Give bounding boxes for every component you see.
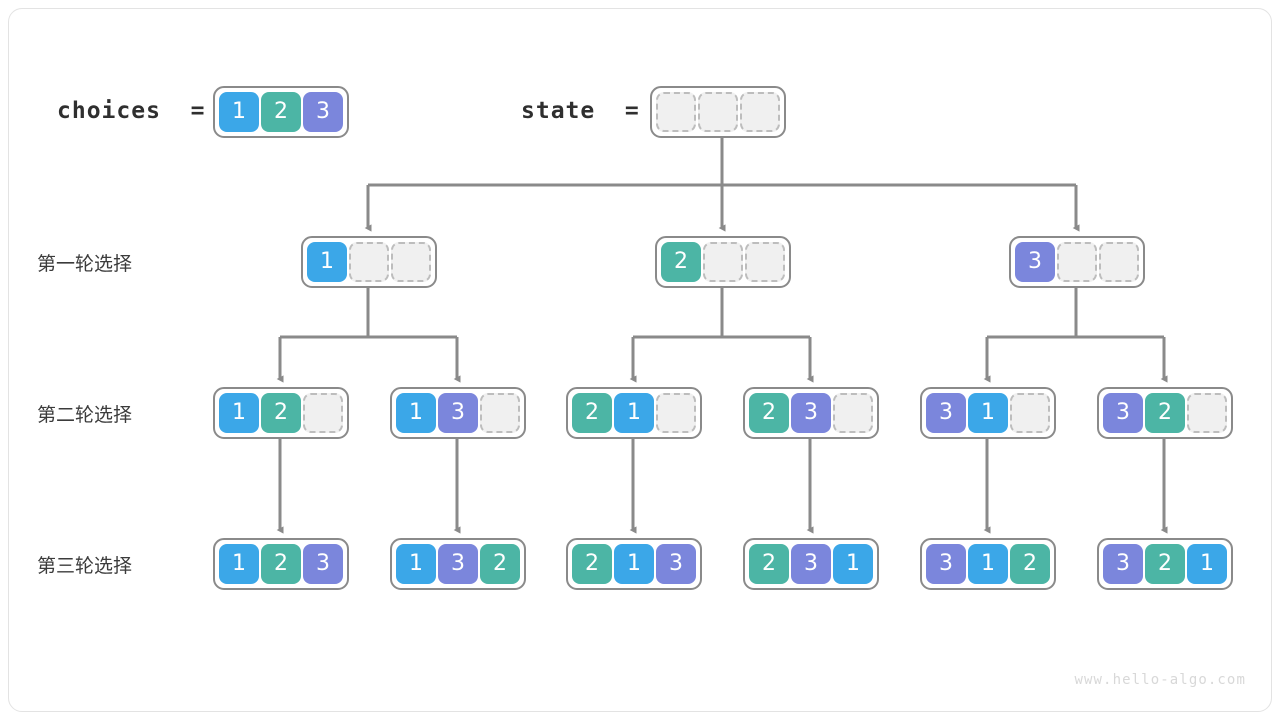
tree-node-round3-2-cell-0: 2 bbox=[572, 544, 612, 584]
state-label: state = bbox=[521, 98, 640, 124]
tree-node-round3-4-cell-2: 2 bbox=[1010, 544, 1050, 584]
tree-node-round2-2-cell-1: 1 bbox=[614, 393, 654, 433]
row-label-round-1: 第一轮选择 bbox=[37, 253, 133, 275]
choices-cell-2: 3 bbox=[303, 92, 343, 132]
tree-node-round2-3-cell-1: 3 bbox=[791, 393, 831, 433]
tree-node-round2-0-cell-1: 2 bbox=[261, 393, 301, 433]
tree-node-round3-3-cell-1: 3 bbox=[791, 544, 831, 584]
tree-node-round2-1-cell-2 bbox=[480, 393, 520, 433]
tree-node-round3-5-cell-2: 1 bbox=[1187, 544, 1227, 584]
row-label-round-3: 第三轮选择 bbox=[37, 555, 133, 577]
tree-node-round1-0-cell-0: 1 bbox=[307, 242, 347, 282]
row-label-round-2: 第二轮选择 bbox=[37, 404, 133, 426]
tree-node-round1-2: 3 bbox=[1009, 236, 1145, 288]
tree-node-round1-1: 2 bbox=[655, 236, 791, 288]
tree-node-round2-5-cell-2 bbox=[1187, 393, 1227, 433]
choices-label: choices = bbox=[57, 98, 206, 124]
tree-node-round3-5-cell-0: 3 bbox=[1103, 544, 1143, 584]
tree-node-round2-0-cell-2 bbox=[303, 393, 343, 433]
tree-node-round3-0-cell-0: 1 bbox=[219, 544, 259, 584]
tree-node-round2-4-cell-1: 1 bbox=[968, 393, 1008, 433]
choices-cell-0: 1 bbox=[219, 92, 259, 132]
tree-node-round2-2-cell-2 bbox=[656, 393, 696, 433]
tree-node-round3-1-cell-2: 2 bbox=[480, 544, 520, 584]
tree-node-round3-5-cell-1: 2 bbox=[1145, 544, 1185, 584]
tree-node-round2-5-cell-0: 3 bbox=[1103, 393, 1143, 433]
tree-node-round2-1-cell-0: 1 bbox=[396, 393, 436, 433]
tree-node-round3-3-cell-0: 2 bbox=[749, 544, 789, 584]
tree-node-round1-0: 1 bbox=[301, 236, 437, 288]
tree-node-round1-2-cell-2 bbox=[1099, 242, 1139, 282]
tree-node-round2-3-cell-0: 2 bbox=[749, 393, 789, 433]
tree-node-round1-0-cell-2 bbox=[391, 242, 431, 282]
tree-node-round3-3-cell-2: 1 bbox=[833, 544, 873, 584]
tree-node-round3-1-cell-0: 1 bbox=[396, 544, 436, 584]
state-cell-0 bbox=[656, 92, 696, 132]
tree-node-round2-4-cell-0: 3 bbox=[926, 393, 966, 433]
tree-node-round2-3-cell-2 bbox=[833, 393, 873, 433]
state-cell-2 bbox=[740, 92, 780, 132]
tree-node-round2-5-cell-1: 2 bbox=[1145, 393, 1185, 433]
tree-node-round2-1-cell-1: 3 bbox=[438, 393, 478, 433]
tree-node-round3-2-cell-1: 1 bbox=[614, 544, 654, 584]
tree-node-round3-4-cell-0: 3 bbox=[926, 544, 966, 584]
tree-node-round3-1-cell-1: 3 bbox=[438, 544, 478, 584]
tree-node-round2-4-cell-2 bbox=[1010, 393, 1050, 433]
tree-node-round1-2-cell-1 bbox=[1057, 242, 1097, 282]
tree-node-round1-1-cell-1 bbox=[703, 242, 743, 282]
tree-node-round2-2-cell-0: 2 bbox=[572, 393, 612, 433]
tree-node-round3-0-cell-2: 3 bbox=[303, 544, 343, 584]
choices-cell-1: 2 bbox=[261, 92, 301, 132]
state-array bbox=[650, 86, 786, 138]
tree-node-round3-0-cell-1: 2 bbox=[261, 544, 301, 584]
tree-node-round3-4-cell-1: 1 bbox=[968, 544, 1008, 584]
tree-node-round1-1-cell-2 bbox=[745, 242, 785, 282]
tree-node-round2-0-cell-0: 1 bbox=[219, 393, 259, 433]
watermark: www.hello-algo.com bbox=[1074, 672, 1246, 688]
state-cell-1 bbox=[698, 92, 738, 132]
tree-node-round1-1-cell-0: 2 bbox=[661, 242, 701, 282]
tree-node-round1-0-cell-1 bbox=[349, 242, 389, 282]
tree-node-round1-2-cell-0: 3 bbox=[1015, 242, 1055, 282]
tree-node-round3-2-cell-2: 3 bbox=[656, 544, 696, 584]
